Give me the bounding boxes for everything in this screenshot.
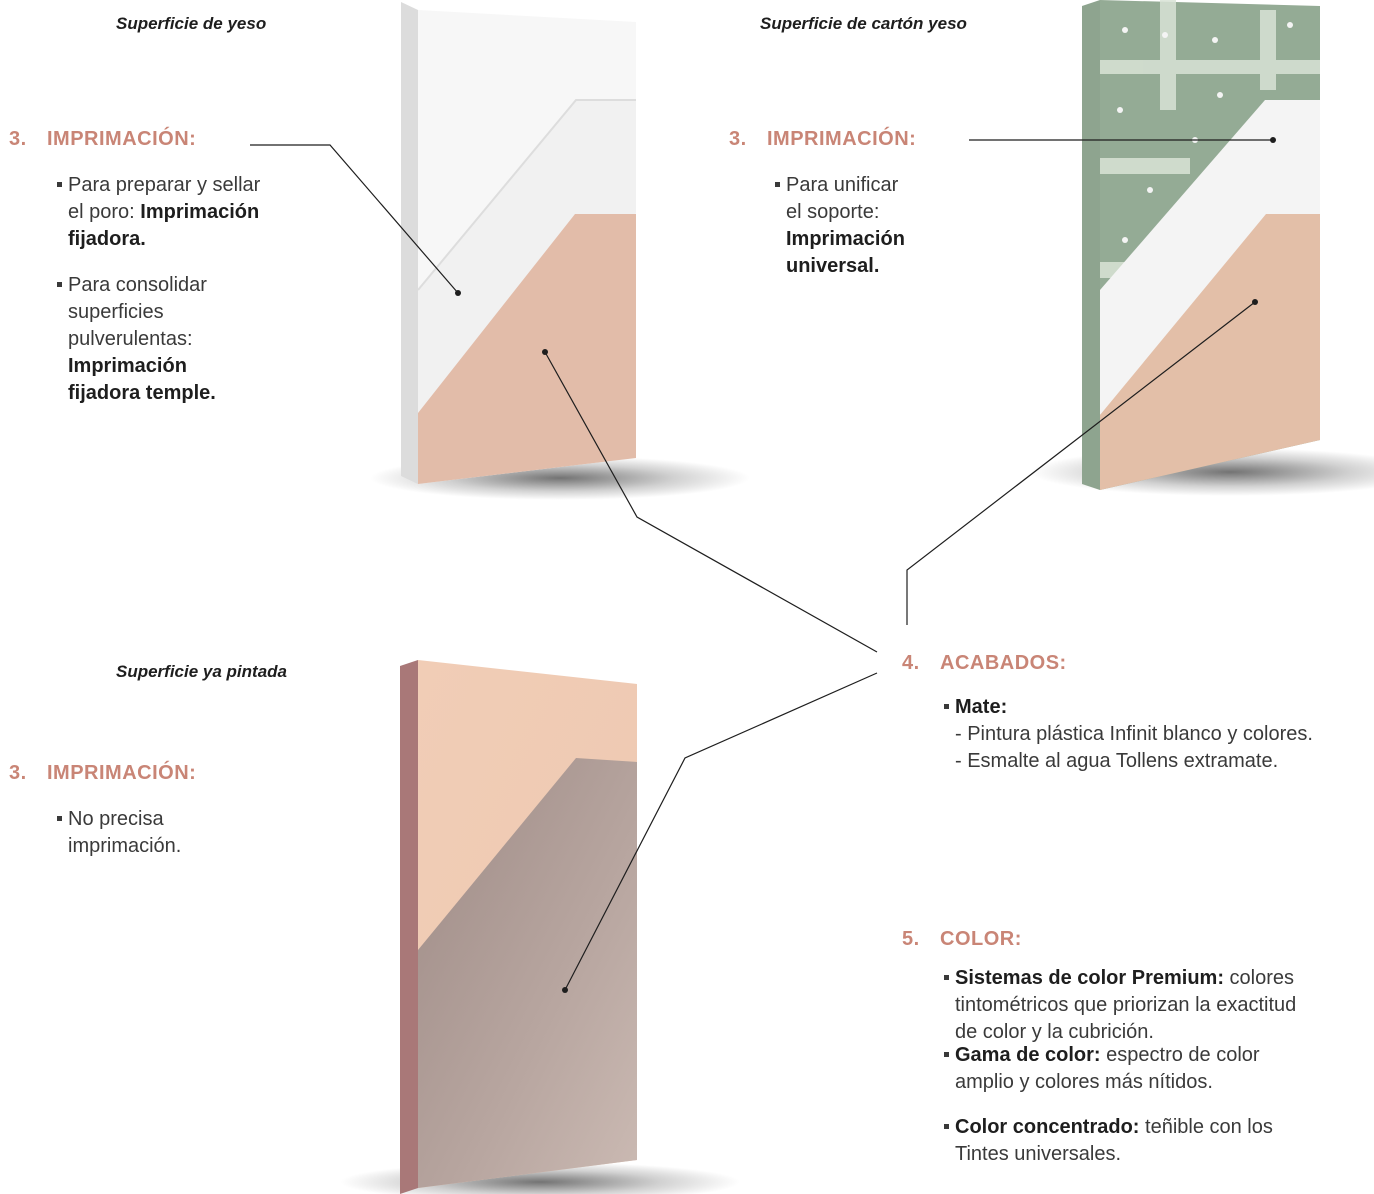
bullet-marker	[57, 182, 62, 187]
bullet-marker	[944, 704, 949, 709]
surface-title-pintada: Superficie ya pintada	[116, 662, 287, 681]
bullet-marker	[775, 182, 780, 187]
bullet-marker	[944, 1052, 949, 1057]
bullet-text: Para unificar	[786, 174, 899, 196]
color-item-text: de color y la cubrición.	[955, 1021, 1154, 1043]
bullet-pintada-1: No precisa imprimación.	[57, 806, 181, 860]
step-heading-yeso: 3. IMPRIMACIÓN:	[9, 128, 196, 151]
color-item-title: Gama de color:	[955, 1044, 1101, 1066]
color-item-concentrado: Color concentrado: teñible con los Tinte…	[944, 1114, 1273, 1168]
step-number: 4.	[902, 652, 920, 674]
product-name: Imprimación	[140, 201, 260, 223]
bullet-carton-yeso-1: Para unificar el soporte: Imprimación un…	[775, 172, 905, 280]
bullet-yeso-2: Para consolidar superficies pulverulenta…	[57, 272, 216, 407]
bullet-text: superficies	[68, 301, 164, 323]
bullet-text: el poro:	[68, 201, 141, 223]
product-name: Imprimación	[786, 228, 905, 250]
acabados-list: Mate: - Pintura plástica Infinit blanco …	[944, 694, 1313, 775]
bullet-text: pulverulentas:	[68, 328, 193, 350]
bullet-marker	[57, 282, 62, 287]
bullet-text: No precisa	[68, 808, 164, 830]
panel-yeso	[370, 2, 750, 500]
color-item-text: Tintes universales.	[955, 1143, 1121, 1165]
step-heading-label: ACABADOS:	[940, 652, 1067, 674]
step-heading-label: IMPRIMACIÓN:	[767, 128, 917, 150]
surface-title-carton-yeso: Superficie de cartón yeso	[760, 14, 967, 33]
color-item-gama: Gama de color: espectro de color amplio …	[944, 1042, 1260, 1096]
callout-dots	[455, 137, 1276, 993]
color-item-premium: Sistemas de color Premium: colores tinto…	[944, 965, 1296, 1046]
product-name: Imprimación	[68, 355, 187, 377]
step-number: 3.	[9, 128, 27, 150]
color-item-title: Color concentrado:	[955, 1116, 1140, 1138]
color-item-text: espectro de color	[1100, 1044, 1260, 1066]
product-name: universal.	[786, 255, 880, 277]
color-item-text: amplio y colores más nítidos.	[955, 1071, 1213, 1093]
finish-item: - Pintura plástica Infinit blanco y colo…	[955, 723, 1313, 745]
acabados-heading: 4. ACABADOS:	[902, 652, 1067, 675]
step-number: 3.	[729, 128, 747, 150]
bullet-text: imprimación.	[68, 835, 182, 857]
panel-carton-yeso	[1030, 0, 1374, 496]
bullet-text: el soporte:	[786, 201, 880, 223]
step-heading-pintada: 3. IMPRIMACIÓN:	[9, 762, 196, 785]
bullet-yeso-1: Para preparar y sellar el poro: Imprimac…	[57, 172, 260, 253]
color-heading: 5. COLOR:	[902, 928, 1022, 951]
bullet-text: Para preparar y sellar	[68, 174, 261, 196]
color-item-title: Sistemas de color Premium:	[955, 967, 1224, 989]
panel-pintada	[340, 660, 740, 1194]
surface-title-yeso: Superficie de yeso	[116, 14, 267, 33]
product-name: fijadora temple.	[68, 382, 216, 404]
callout-lines	[250, 139, 1273, 991]
bullet-marker	[57, 816, 62, 821]
color-item-text: colores	[1223, 967, 1295, 989]
step-heading-label: COLOR:	[940, 928, 1022, 950]
bullet-marker	[944, 1124, 949, 1129]
color-item-text: teñible con los	[1139, 1116, 1273, 1138]
step-number: 5.	[902, 928, 920, 950]
bullet-text: Para consolidar	[68, 274, 207, 296]
step-heading-label: IMPRIMACIÓN:	[47, 762, 197, 784]
color-item-text: tintométricos que priorizan la exactitud	[955, 994, 1297, 1016]
finish-item: - Esmalte al agua Tollens extramate.	[955, 750, 1279, 772]
finish-label: Mate:	[955, 696, 1008, 718]
step-heading-label: IMPRIMACIÓN:	[47, 128, 197, 150]
product-name: fijadora.	[68, 228, 146, 250]
bullet-marker	[944, 975, 949, 980]
step-number: 3.	[9, 762, 27, 784]
step-heading-carton-yeso: 3. IMPRIMACIÓN:	[729, 128, 916, 151]
